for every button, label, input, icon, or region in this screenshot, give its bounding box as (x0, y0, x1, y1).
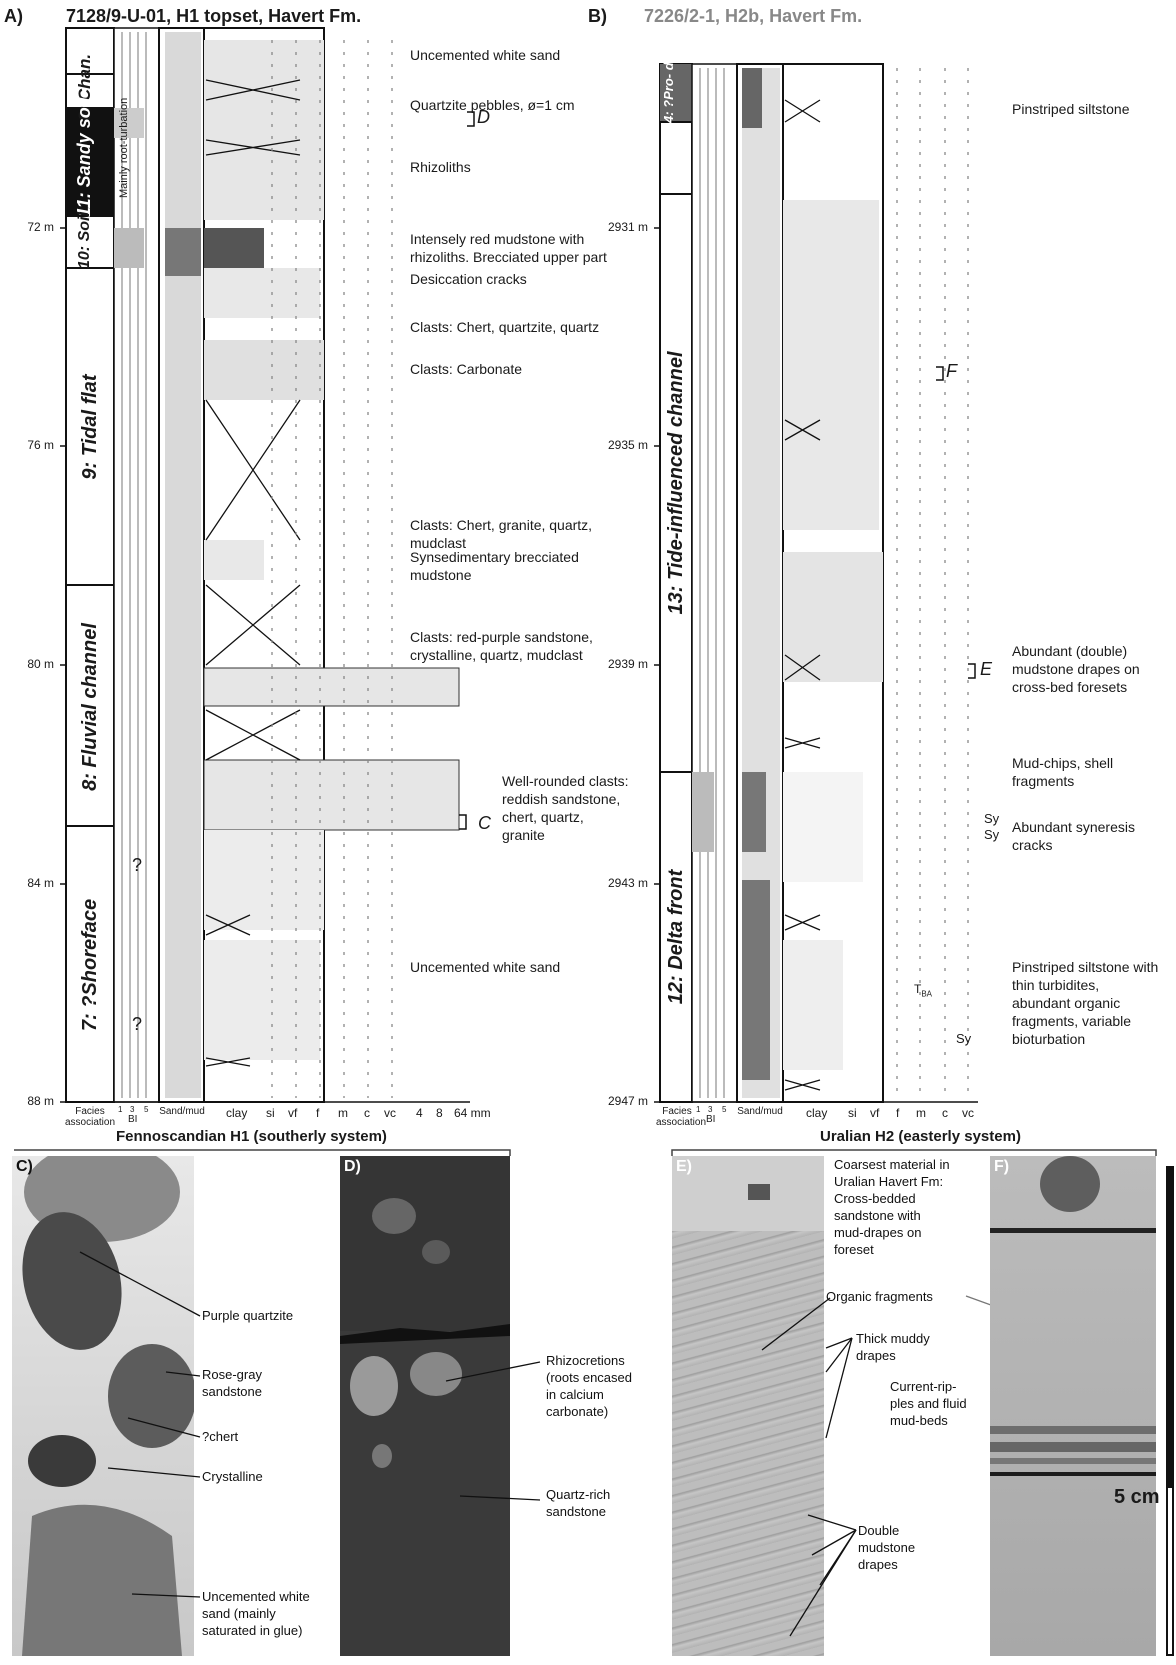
core-photo-f: F) (990, 1156, 1156, 1656)
photo-label: Thick muddy drapes (856, 1330, 930, 1364)
scale-label: 5 cm (1114, 1486, 1160, 1509)
photo-letter: F) (994, 1158, 1009, 1176)
photo-label: Double mudstone drapes (858, 1522, 915, 1573)
photo-label: Organic fragments (826, 1288, 933, 1305)
photo-label: Coarsest material in Uralian Havert Fm: … (834, 1156, 950, 1258)
photo-label: Current-rip- ples and fluid mud-beds (890, 1378, 967, 1429)
scale-bar (1166, 1166, 1174, 1656)
